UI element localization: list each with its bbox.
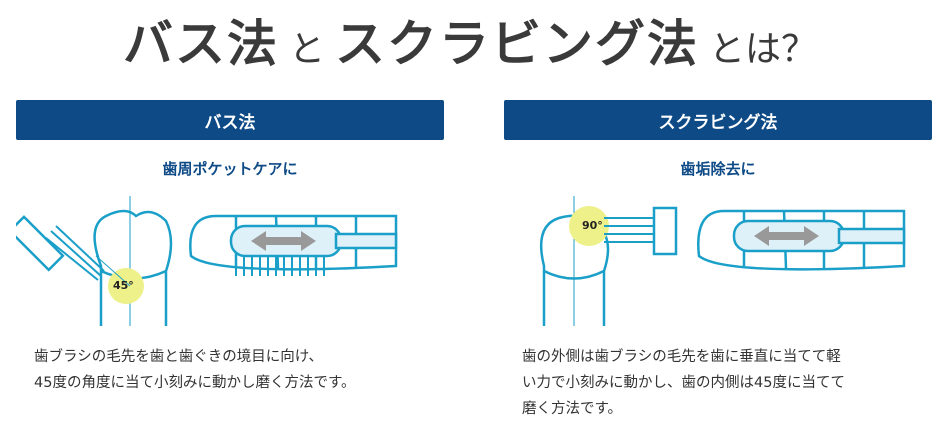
bass-subtitle: 歯周ポケットケアに bbox=[162, 160, 298, 178]
scrubbing-description: 歯の外側は歯ブラシの毛先を歯に垂直に当てて軽 い力で小刻みに動かし、歯の内側は4… bbox=[522, 344, 942, 422]
double-arrow-icon bbox=[754, 226, 819, 246]
desc-line: 歯ブラシの毛先を歯と歯ぐきの境目に向け、 bbox=[34, 349, 323, 365]
title-bass: バス法 bbox=[122, 14, 279, 73]
double-arrow-icon bbox=[251, 231, 316, 251]
title-and: と bbox=[288, 29, 325, 70]
desc-line: 歯の外側は歯ブラシの毛先を歯に垂直に当てて軽 bbox=[522, 349, 841, 365]
toothbrush-horizontal-icon bbox=[229, 224, 398, 276]
bass-panel: バス法 歯周ポケットケアに 45° 歯ブラシの毛先を歯と歯ぐきの境目に向け、 4… bbox=[16, 100, 444, 391]
title-what-is: とは？ bbox=[709, 29, 818, 70]
toothbrush-horizontal-icon bbox=[732, 219, 906, 253]
bass-description: 歯ブラシの毛先を歯と歯ぐきの境目に向け、 45度の角度に当て小刻みに動かし磨く方… bbox=[34, 344, 454, 396]
desc-line: 磨く方法です。 bbox=[522, 401, 623, 417]
desc-line: 45度の角度に当て小刻みに動かし磨く方法です。 bbox=[34, 375, 356, 391]
scrubbing-angle-label: 90° bbox=[582, 219, 603, 232]
angle-highlight bbox=[569, 206, 609, 246]
title-scrubbing: スクラビング法 bbox=[335, 14, 699, 73]
scrubbing-illustration: 90° bbox=[539, 196, 906, 326]
tooth-side-icon bbox=[93, 209, 173, 326]
scrubbing-subtitle: 歯垢除去に bbox=[680, 160, 756, 178]
page-title: バス法とスクラビング法とは？ bbox=[0, 4, 950, 76]
bass-angle-label: 45° bbox=[113, 279, 134, 292]
scrubbing-panel: スクラビング法 歯垢除去に 90° 歯の外側は歯ブラシの毛先を歯に垂直に当てて軽… bbox=[504, 100, 932, 417]
toothbrush-perpendicular-icon bbox=[604, 206, 678, 256]
bass-header: バス法 bbox=[16, 100, 444, 140]
angle-highlight bbox=[108, 268, 144, 304]
toothbrush-angled-icon bbox=[16, 215, 105, 281]
desc-line: い力で小刻みに動かし、歯の内側は45度に当てて bbox=[522, 375, 845, 391]
bass-illustration: 45° bbox=[16, 196, 398, 326]
scrubbing-header: スクラビング法 bbox=[504, 100, 932, 140]
